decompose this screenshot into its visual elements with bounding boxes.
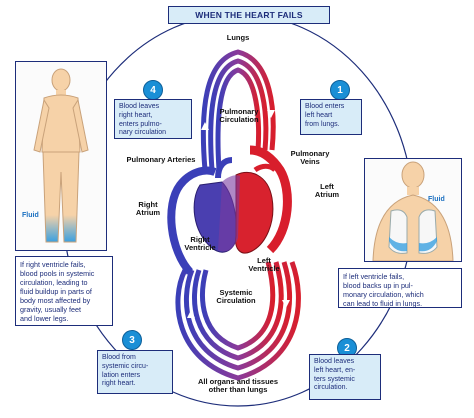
step-box-2: Blood leaves left heart, en- ters system…	[309, 354, 381, 400]
left-ventricle-label: Left Ventricle	[248, 256, 280, 274]
step-box-3: Blood from systemic circu- lation enters…	[97, 350, 173, 394]
vena-cava	[167, 166, 217, 275]
pulmonary-circulation-label: Pulmonary Circulation	[219, 107, 259, 125]
step-box-4: Blood leaves right heart, enters pulmo- …	[114, 99, 192, 139]
right-atrium-label: Right Atrium	[135, 200, 161, 218]
pulmonary-veins-label: Pulmonary Veins	[290, 149, 330, 167]
step-number-4: 4	[143, 80, 163, 100]
heart	[193, 157, 277, 254]
chest-lungs-icon	[372, 161, 454, 261]
step-box-1: Blood enters left heart from lungs.	[300, 99, 362, 135]
aorta	[249, 145, 292, 254]
step-number-3: 3	[122, 330, 142, 350]
all-organs-label: All organs and tissues other than lungs	[197, 377, 279, 395]
left-failure-chest-panel	[364, 158, 462, 262]
pulmonary-arteries-label: Pulmonary Arteries	[126, 155, 196, 164]
left-atrium-label: Left Atrium	[314, 182, 340, 200]
right-failure-body-panel	[15, 61, 107, 251]
lungs-label: Lungs	[226, 33, 250, 42]
fluid-label-lungs: Fluid	[428, 196, 445, 203]
step-number-1: 1	[330, 80, 350, 100]
systemic-circulation-label: Systemic Circulation	[216, 288, 256, 306]
flow-arrows	[187, 110, 290, 318]
fluid-label-legs: Fluid	[22, 212, 39, 219]
right-failure-note: If right ventricle fails, blood pools in…	[15, 256, 113, 326]
systemic-loops	[175, 261, 301, 381]
body-figure-icon	[33, 68, 89, 243]
page-title: WHEN THE HEART FAILS	[168, 6, 330, 24]
step-number-2: 2	[337, 338, 357, 358]
right-ventricle-label: Right Ventricle	[184, 235, 216, 253]
left-failure-note: If left ventricle fails, blood backs up …	[338, 268, 462, 308]
